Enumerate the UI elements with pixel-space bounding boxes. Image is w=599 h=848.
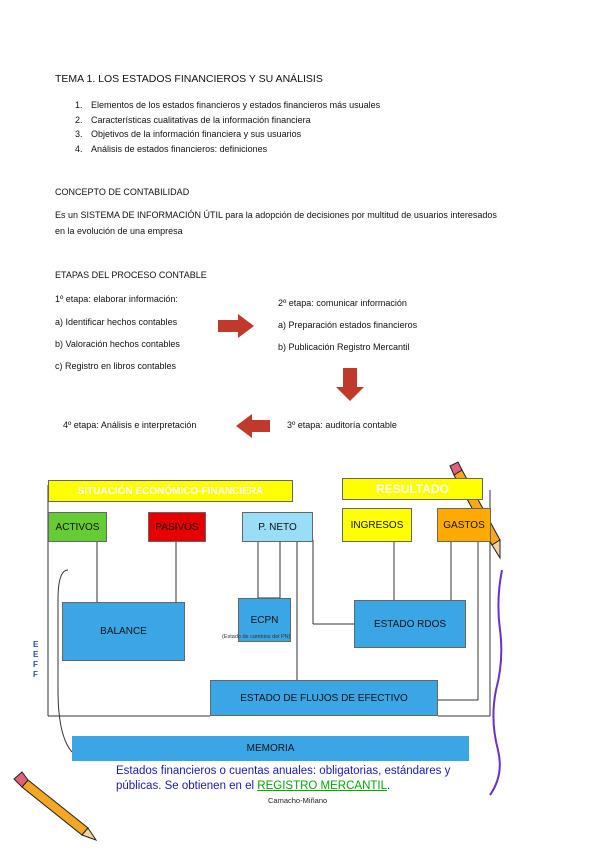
arrow-left xyxy=(236,414,270,438)
decorative-line xyxy=(489,569,503,796)
ecpn-note: (Estado de cambios del PN) xyxy=(222,634,291,640)
author-label: Camacho-Miñano xyxy=(268,796,328,805)
list-item: 2.Características cualitativas de la inf… xyxy=(75,114,311,125)
stage-1-b: b) Valoración hechos contables xyxy=(55,339,180,349)
concept-line-2: en la evolución de una empresa xyxy=(55,226,183,236)
estado-rdos-box: ESTADO RDOS xyxy=(354,600,466,648)
gastos-box: GASTOS xyxy=(437,508,491,542)
situacion-box: SITUACIÓN ECONÓMICO-FINANCIERA xyxy=(48,480,293,502)
stage-3: 3º etapa: auditoría contable xyxy=(287,420,397,430)
flujos-box: ESTADO DE FLUJOS DE EFECTIVO xyxy=(210,680,438,716)
stage-1-a: a) Identificar hechos contables xyxy=(55,317,178,327)
pencil-left-icon xyxy=(13,771,98,841)
ingresos-box: INGRESOS xyxy=(342,508,412,542)
topic-list: 1.Elementos de los estados financieros y… xyxy=(75,98,380,156)
memoria-box: MEMORIA xyxy=(72,736,469,761)
resultado-box: RESULTADO xyxy=(342,478,483,500)
stage-1-c: c) Registro en libros contables xyxy=(55,361,177,371)
concept-heading: CONCEPTO DE CONTABILIDAD xyxy=(55,187,190,197)
list-item: 4.Análisis de estados financieros: defin… xyxy=(75,143,268,154)
stage-2-title: 2º etapa: comunicar información xyxy=(278,298,407,308)
registro-mercantil-link: REGISTRO MERCANTIL xyxy=(257,780,388,792)
activos-box: ACTIVOS xyxy=(48,512,107,542)
eeff-label: EEFF xyxy=(33,640,39,679)
concept-line-1: Es un SISTEMA DE INFORMACIÓN ÚTIL para l… xyxy=(55,210,497,220)
stage-4: 4º etapa: Análisis e interpretación xyxy=(63,420,197,430)
list-item: 1.Elementos de los estados financieros y… xyxy=(75,100,381,110)
pasivos-box: PASIVOS xyxy=(148,512,206,542)
arrow-right xyxy=(218,314,254,338)
stage-2-a: a) Preparación estados financieros xyxy=(278,320,418,330)
list-item: 3.Objetivos de la información financiera… xyxy=(75,129,302,139)
ecpn-box: ECPN xyxy=(238,598,291,642)
arrow-down xyxy=(336,368,364,401)
pneto-box: P. NETO xyxy=(242,512,313,542)
balance-box: BALANCE xyxy=(62,602,185,661)
caption-line-1: Estados financieros o cuentas anuales: o… xyxy=(116,765,451,777)
stage-2-b: b) Publicación Registro Mercantil xyxy=(278,342,410,352)
caption-line-2: públicas. Se obtienen en el REGISTRO MER… xyxy=(116,780,391,792)
document-title: TEMA 1. LOS ESTADOS FINANCIEROS Y SU ANÁ… xyxy=(55,73,323,85)
stage-1-title: 1º etapa: elaborar información: xyxy=(55,294,178,304)
stages-heading: ETAPAS DEL PROCESO CONTABLE xyxy=(55,270,207,280)
